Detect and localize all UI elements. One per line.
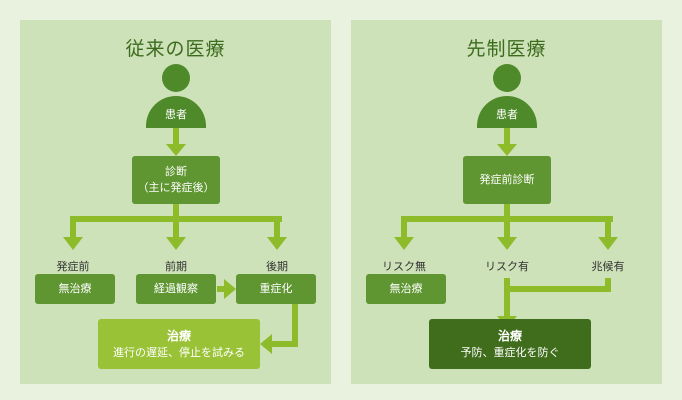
branch-stem: [504, 204, 510, 222]
patient-head-icon: [493, 64, 521, 92]
arrow-head: [394, 237, 414, 250]
arrow-head: [260, 334, 272, 354]
panel-title: 従来の医療: [125, 38, 226, 60]
stage-label-pre: 発症前: [56, 260, 90, 273]
arrow-head: [224, 279, 236, 299]
arrow-stem: [504, 128, 510, 146]
arrow-head: [497, 144, 517, 156]
patient-head-icon: [162, 64, 190, 92]
stage-box-severe: 重症化: [236, 274, 316, 304]
arrow-head: [63, 237, 83, 250]
diagnosis-node: 診断 （主に発症後）: [132, 156, 220, 204]
treatment-title: 治療: [497, 328, 522, 343]
arrow-head: [166, 237, 186, 250]
stage-box-no-treatment: 無治療: [35, 274, 115, 304]
conventional-medicine-panel: 従来の医療 患者 診断 （主に発症後） 発症前: [20, 20, 331, 384]
diagnosis-sublabel: （主に発症後）: [137, 181, 215, 194]
treatment-description: 進行の遅延、停止を試みる: [113, 345, 245, 359]
risk-label-none: リスク無: [382, 260, 426, 273]
arrow-head: [598, 237, 618, 250]
arrow-head: [267, 237, 287, 250]
treatment-title: 治療: [166, 328, 191, 343]
flow-arrows: [63, 128, 298, 354]
treatment-node: 治療 予防、重症化を防ぐ: [429, 319, 591, 369]
arrow-head: [166, 144, 186, 156]
stage-label-early: 前期: [165, 260, 187, 273]
arrow-head: [497, 237, 517, 250]
diagnosis-node: 発症前診断: [463, 156, 551, 204]
treatment-description: 予防、重症化を防ぐ: [460, 345, 560, 359]
stage-label-late: 後期: [266, 260, 288, 273]
preemptive-medicine-panel: 先制医療 患者 発症前診断 リスク無 リスク有 兆候有 無治療 治療: [351, 20, 662, 384]
no-treatment-node: 無治療: [366, 274, 446, 304]
branch-stem: [173, 204, 179, 222]
arrow-stem: [173, 128, 179, 146]
treatment-node: 治療 進行の遅延、停止を試みる: [98, 319, 260, 369]
panel-title: 先制医療: [466, 38, 547, 60]
risk-label-present: リスク有: [485, 260, 529, 273]
stage-box-observation: 経過観察: [136, 274, 216, 304]
diagnosis-label: 診断: [165, 164, 187, 178]
risk-label-signs: 兆候有: [591, 260, 625, 273]
